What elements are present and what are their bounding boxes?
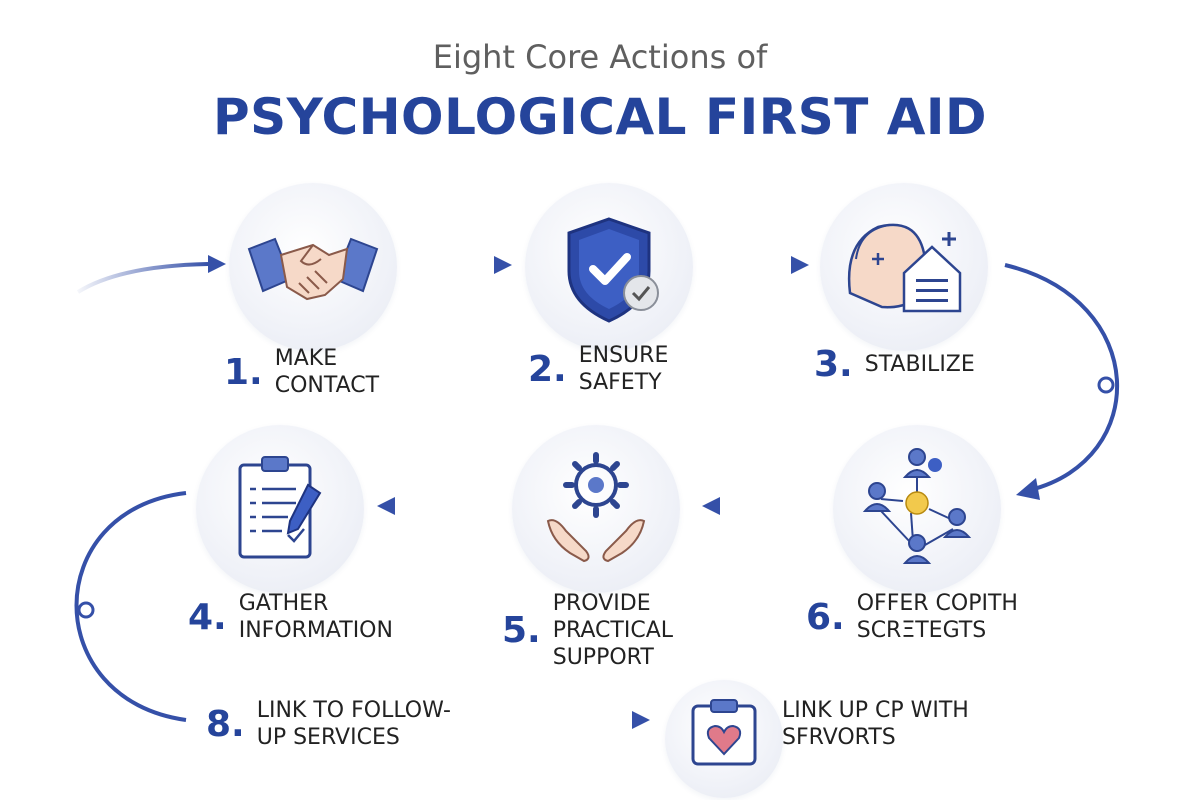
step-2: 2. ENSURE SAFETY [528, 342, 668, 396]
step-4: 4. GATHER INFORMATION [188, 590, 393, 644]
step-1-label: MAKE CONTACT [274, 346, 380, 398]
step-1-number: 1. [224, 351, 263, 393]
entry-arrow [76, 262, 209, 294]
step-6-label: OFFER COPITH SCRΞTEGTS [856, 591, 1018, 643]
step-8-number: 8. [206, 703, 245, 745]
arrowhead-1-2 [494, 256, 512, 274]
step-1: 1. MAKE CONTACT [224, 345, 379, 399]
step-3-number: 3. [814, 344, 853, 385]
step-4-label: GATHER INFORMATION [238, 591, 393, 643]
step-6-number: 6. [806, 596, 845, 638]
curve-3-6 [1004, 263, 1120, 492]
arrowhead-3-6 [1016, 478, 1040, 500]
step-5-circle [512, 425, 680, 593]
handshake-icon [247, 237, 379, 301]
people-network-icon [862, 448, 972, 564]
step-3-circle [820, 183, 988, 351]
shield-check-icon [567, 217, 659, 323]
arrowhead-6-5 [702, 497, 720, 515]
step-2-number: 2. [528, 348, 567, 390]
step-9-label: LINK UP CP WITH SFRVORTS [782, 698, 969, 750]
step-8: 8. LINK TO FOLLOW- UP SERVICES [206, 697, 451, 751]
step-9-circle [665, 680, 783, 798]
step-4-circle [196, 425, 364, 593]
step-8-label: LINK TO FOLLOW- UP SERVICES [256, 698, 451, 750]
curve-4-8 [74, 491, 187, 722]
person-hospital-icon [847, 223, 962, 313]
step-4-number: 4. [188, 596, 227, 638]
step-9: LINK UP CP WITH SFRVORTS [782, 697, 969, 751]
diagram-title: PSYCHOLOGICAL FIRST AID [212, 88, 988, 146]
step-3: 3. STABILIZE [814, 344, 975, 385]
arrowhead-8-9 [632, 711, 650, 729]
step-6: 6. OFFER COPITH SCRΞTEGTS [806, 590, 1018, 644]
entry-arrowhead [208, 255, 226, 273]
arrowhead-5-4 [377, 497, 395, 515]
step-5-number: 5. [502, 610, 541, 651]
step-1-circle [229, 183, 397, 351]
step-2-circle [525, 183, 693, 351]
curve-node-right [1097, 376, 1115, 394]
step-3-label: STABILIZE [864, 352, 975, 377]
curve-node-left [77, 601, 95, 619]
gear-hands-icon [546, 452, 646, 563]
clipboard-heart-icon [691, 699, 757, 766]
diagram-subtitle: Eight Core Actions of [432, 38, 768, 76]
step-5-label: PROVIDE PRACTICAL SUPPORT [552, 591, 674, 670]
clipboard-pen-icon [238, 456, 322, 559]
arrowhead-2-3 [791, 256, 809, 274]
step-2-label: ENSURE SAFETY [578, 343, 669, 395]
step-5: 5. PROVIDE PRACTICAL SUPPORT [502, 590, 673, 671]
step-6-circle [833, 425, 1001, 593]
